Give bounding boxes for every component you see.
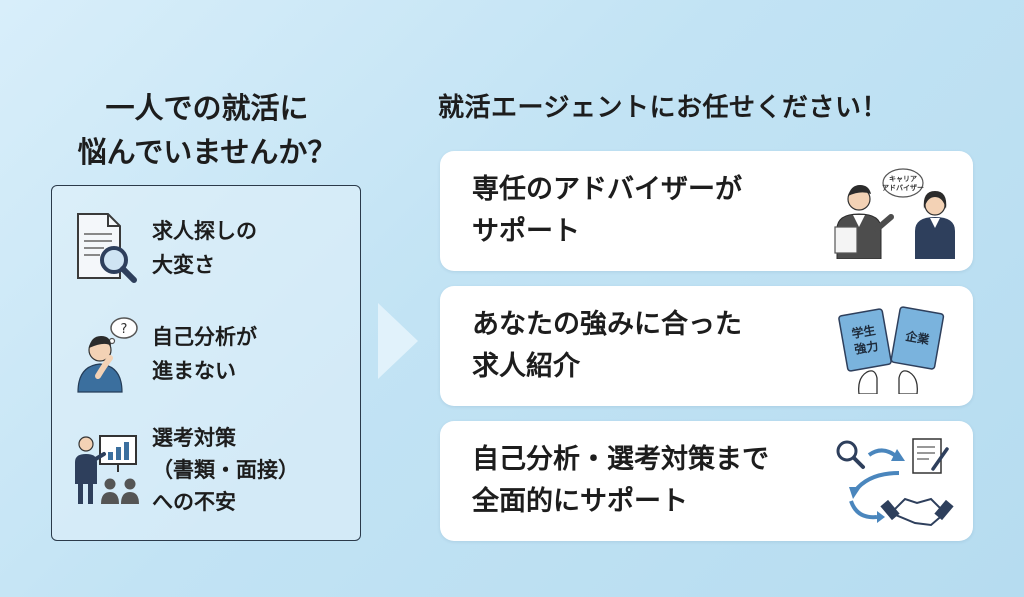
worry-item-line: 選考対策 [152,426,236,450]
matching-cards-icon: 学生 強力 企業 [838,306,945,394]
worry-title-line-1: 一人での就活に [105,91,309,125]
thinking-person-icon: ? [77,317,138,393]
worry-item-line: 求人探しの [152,219,257,243]
worry-item-line: 進まない [152,359,236,383]
worry-item-self-analysis: ? 自己分析が 進まない [70,314,350,394]
benefit-card-line: 自己分析・選考対策まで [472,444,769,475]
worry-item-line: 自己分析が [152,325,257,349]
card-b-text: 企業 [903,328,931,347]
worry-title: 一人での就活に 悩んでいませんか？ [52,86,362,174]
process-support-icon [836,438,954,527]
worry-title-line-2: 悩んでいませんか？ [77,135,337,169]
card-a-text: 学生 [850,322,876,341]
advisor-bubble-text: アドバイザー [882,183,924,192]
benefit-card-line: あなたの強みに合った [472,309,742,340]
advisor-people-icon: キャリア アドバイザー [834,168,955,259]
advisor-bubble-text: キャリア [889,175,917,183]
benefit-card-line: サポート [472,216,580,247]
benefit-card-full-support: 自己分析・選考対策まで 全面的にサポート [440,421,973,541]
worry-item-line: （書類・面接） [152,458,299,482]
worry-item-selection: 選考対策 （書類・面接） への不安 [70,422,350,518]
benefit-card-line: 専任のアドバイザーが [472,174,742,205]
solution-title: 就活エージェントにお任せください！ [438,93,888,123]
benefit-card-matching: あなたの強みに合った 求人紹介 学生 強力 企業 [440,286,973,406]
card-a-text: 強力 [853,338,879,357]
chevron-right-icon [378,303,418,379]
worry-item-line: 大変さ [152,253,215,277]
benefit-card-line: 全面的にサポート [472,486,688,517]
worry-list-box: 求人探しの 大変さ ? 自己分析が 進まない [51,185,361,541]
document-search-icon [77,213,137,283]
presentation-icon [75,435,139,504]
worry-item-job-search: 求人探しの 大変さ [70,208,350,288]
worry-item-line: への不安 [152,490,236,514]
benefit-card-advisor: 専任のアドバイザーが サポート キャリア アドバイザー [440,151,973,271]
question-mark-text: ? [121,322,128,337]
benefit-card-line: 求人紹介 [472,351,580,382]
